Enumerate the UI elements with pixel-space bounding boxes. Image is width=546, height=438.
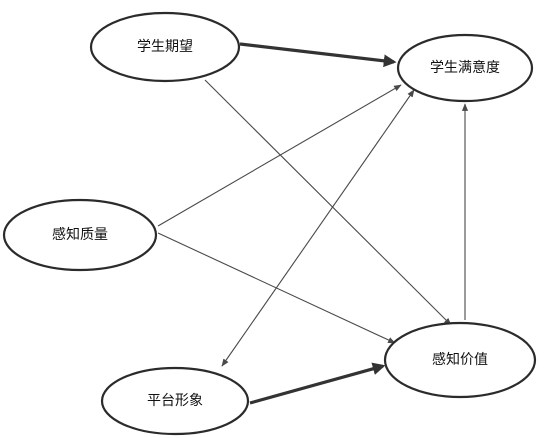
edge-image-to-value bbox=[249, 362, 386, 405]
node-label-student-expectation: 学生期望 bbox=[137, 39, 193, 55]
node-label-perceived-value: 感知价值 bbox=[432, 351, 488, 368]
edge-expectation-to-value bbox=[204, 79, 452, 326]
node-perceived-value: 感知价值 bbox=[383, 321, 537, 399]
node-platform-image: 平台形象 bbox=[100, 366, 250, 436]
node-student-expectation: 学生期望 bbox=[89, 11, 241, 83]
node-label-student-satisfaction: 学生满意度 bbox=[430, 59, 500, 76]
edge-expectation-to-satisfaction bbox=[239, 42, 397, 68]
node-perceived-quality: 感知质量 bbox=[2, 198, 158, 272]
node-label-platform-image: 平台形象 bbox=[147, 393, 203, 409]
node-label-perceived-quality: 感知质量 bbox=[52, 226, 108, 243]
node-student-satisfaction: 学生满意度 bbox=[396, 33, 534, 103]
edge-quality-to-satisfaction bbox=[157, 84, 402, 227]
edges bbox=[157, 42, 469, 405]
edge-image-to-satisfaction bbox=[221, 89, 415, 367]
